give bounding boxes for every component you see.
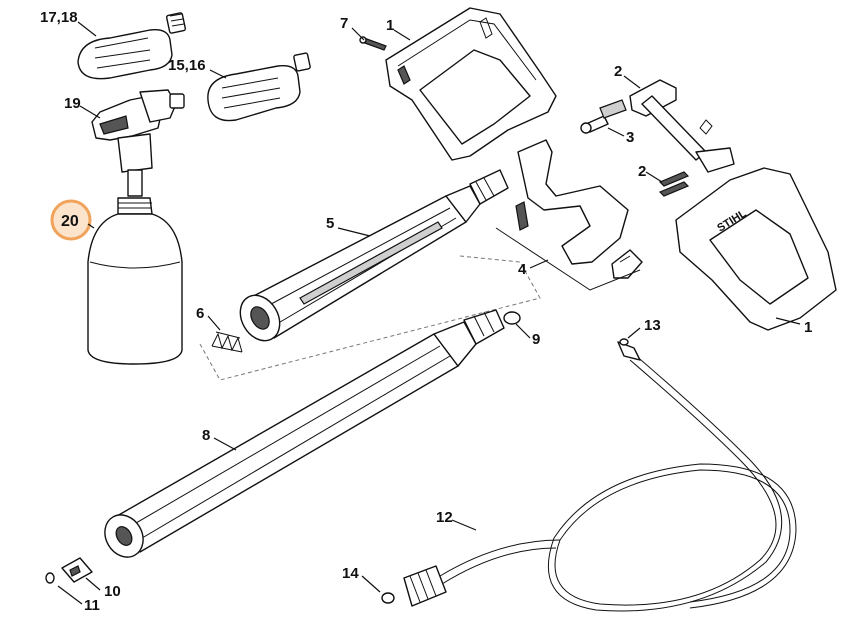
o-ring-13	[619, 338, 629, 346]
bottle-20	[87, 197, 183, 365]
label-8: 8	[202, 427, 210, 444]
connector-10	[61, 557, 93, 583]
handle-shell-1-top	[385, 7, 557, 161]
label-20: 20	[61, 213, 79, 230]
label-1-top: 1	[386, 17, 394, 34]
nozzle-17-18	[77, 12, 187, 80]
label-17-18: 17,18	[40, 9, 78, 26]
label-2-top: 2	[614, 63, 622, 80]
label-6: 6	[196, 305, 204, 322]
label-7: 7	[340, 15, 348, 32]
trigger-housing-4	[495, 139, 643, 291]
o-ring-9	[503, 311, 521, 325]
connector-3	[580, 99, 627, 134]
foam-nozzle-19	[91, 89, 185, 197]
label-5: 5	[326, 215, 334, 232]
assembly-outline	[199, 255, 541, 381]
lance-5	[239, 169, 509, 342]
handle-1-bottom: STIHL	[675, 167, 837, 331]
hose-12	[403, 341, 797, 612]
label-10: 10	[104, 583, 121, 600]
spring-6	[211, 331, 243, 353]
label-3: 3	[626, 129, 634, 146]
clip-2-mid	[658, 171, 690, 197]
label-9: 9	[532, 331, 540, 348]
label-11: 11	[84, 597, 100, 614]
leader-lines	[57, 21, 801, 605]
o-ring-11	[45, 572, 55, 584]
label-15-16: 15,16	[168, 57, 206, 74]
label-19: 19	[64, 95, 81, 112]
part-labels: 17,18 15,16 19 20 7 1 2 3 2 5 4 6 9 13 1…	[40, 9, 812, 614]
label-12: 12	[436, 509, 453, 526]
label-4: 4	[518, 261, 527, 278]
lance-8	[104, 309, 505, 558]
label-13: 13	[644, 317, 661, 334]
label-14: 14	[342, 565, 359, 582]
label-2-mid: 2	[638, 163, 646, 180]
highlight-circle-20	[50, 199, 92, 241]
o-ring-14	[381, 592, 395, 604]
connector-2-top	[629, 79, 735, 173]
nozzle-15-16	[207, 52, 311, 122]
label-1-bottom: 1	[804, 319, 812, 336]
screw-7	[359, 36, 387, 51]
